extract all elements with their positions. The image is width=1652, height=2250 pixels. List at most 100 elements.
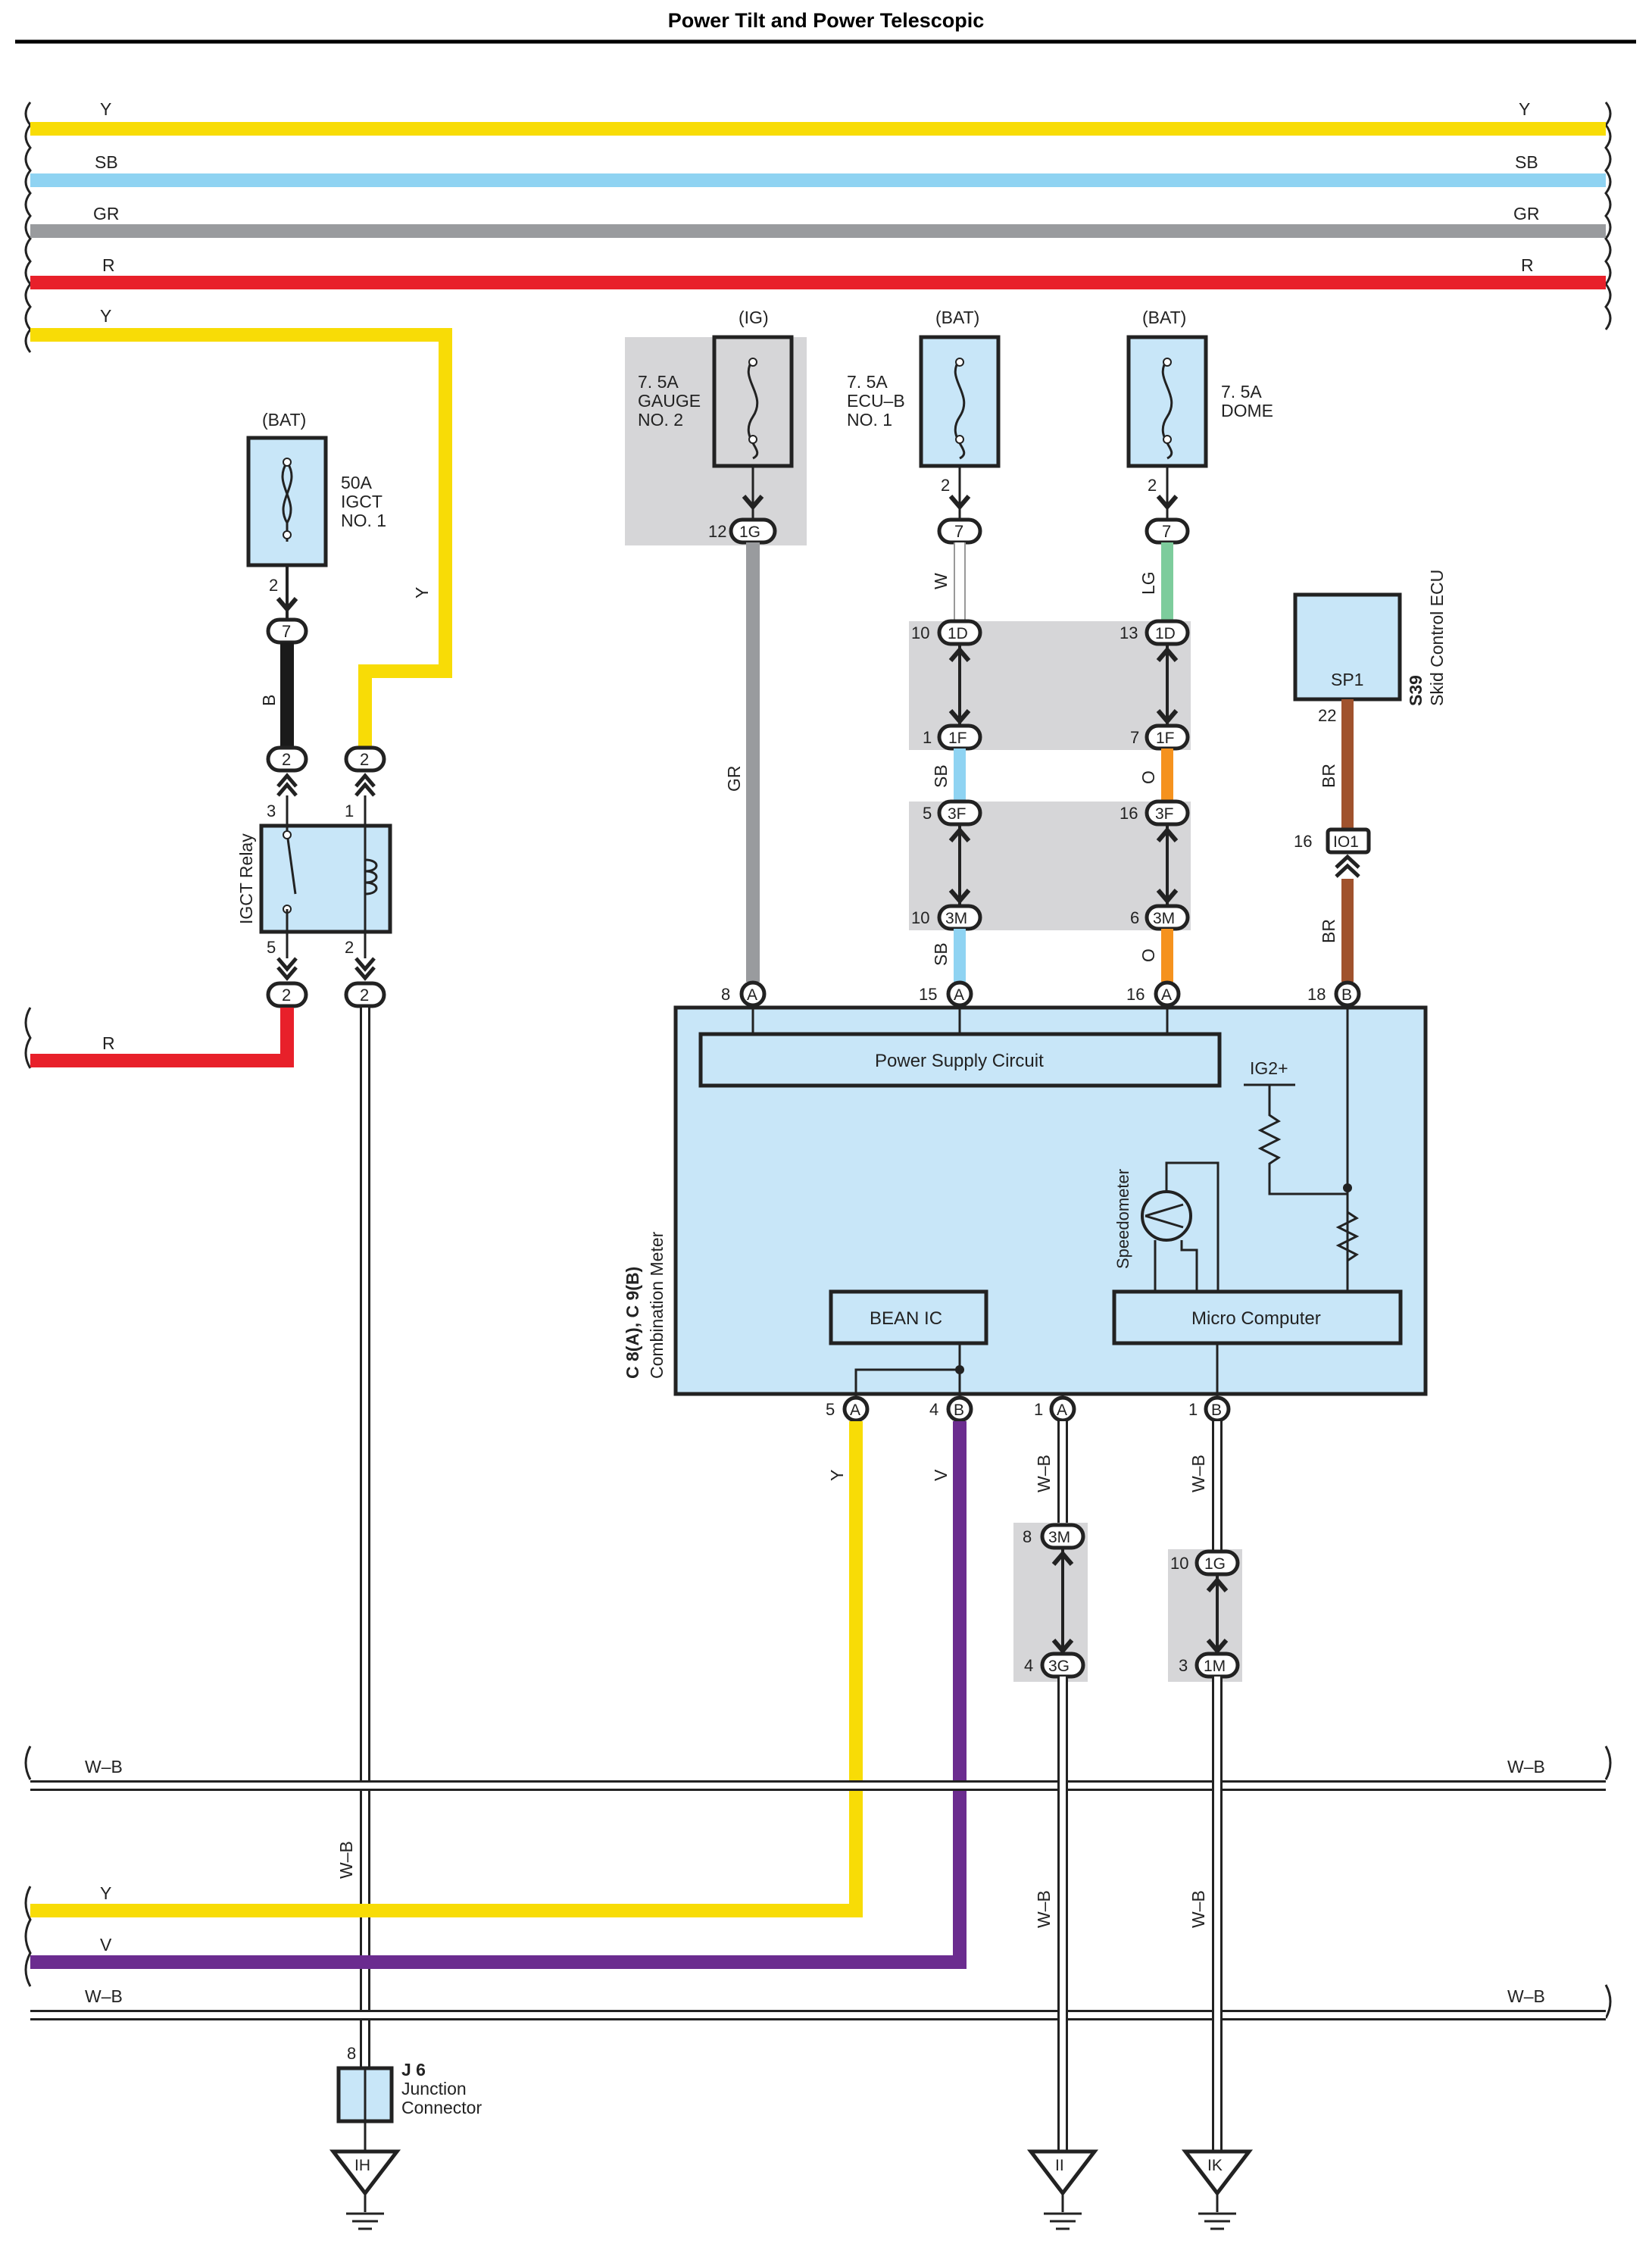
pins-meter_sb-label: 15 [919, 985, 937, 1004]
relay-conn_label-label: 2 [282, 986, 291, 1005]
connectors-A-label: A [954, 986, 964, 1004]
fuses-dome-pin-label: 2 [1148, 476, 1157, 495]
y-branch-wire: Y Y [30, 306, 452, 758]
bean-wires: Y V Y V [30, 1421, 967, 1969]
wire_labels-br_lower-label: BR [1319, 919, 1338, 943]
connectors-1M-label: 1M [1204, 1658, 1226, 1675]
connectors-c7-label: 7 [954, 522, 963, 541]
wire_labels-wb_ii-label: W–B [1034, 1890, 1054, 1928]
b-wire: 7 B [259, 565, 308, 746]
bus-r-label-left: R [102, 255, 115, 275]
connectors-1G-label: 1G [1204, 1555, 1226, 1573]
pins-a1_3g-label: 4 [1024, 1656, 1033, 1675]
bean-ic-label: BEAN IC [870, 1308, 942, 1329]
junction-connector-j6: 8 J 6 Junction Connector [336, 2044, 482, 2152]
meter-ig2-label: IG2+ [1250, 1058, 1288, 1078]
pins-meter_gr-label: 8 [721, 985, 730, 1004]
micro-computer-label: Micro Computer [1191, 1308, 1321, 1329]
connectors-A-label: A [850, 1402, 860, 1419]
wire_labels-y_bean-label: Y [827, 1470, 847, 1481]
fuses-gauge-supply-label: (IG) [739, 308, 769, 327]
page-title: Power Tilt and Power Telescopic [667, 9, 985, 32]
skid_ecu-name-label: Skid Control ECU [1427, 570, 1447, 706]
connectors-3M-label: 3M [1153, 910, 1175, 927]
connectors-1F-label: 1F [1156, 730, 1175, 747]
connectors-A-label: A [1161, 986, 1172, 1004]
wire_labels-bus_y_bottom-label: Y [100, 1883, 111, 1903]
bus-r-label-right: R [1521, 255, 1534, 275]
junction-line2-label: Connector [401, 2098, 482, 2117]
relay-pins-p2-label: 2 [345, 938, 354, 957]
wire_labels-wb_relay-label: W–B [336, 1841, 356, 1879]
combination-meter: Power Supply Circuit IG2+ Speedometer Mi… [623, 1005, 1428, 1398]
connectors-A-label: A [1057, 1402, 1067, 1419]
pins-meter_br-label: 18 [1307, 985, 1326, 1004]
fuses-ecub-line3-label: NO. 1 [847, 410, 892, 430]
wire_labels-bus_wb_bottom_right-label: W–B [1507, 1986, 1545, 2006]
wire_labels-y_branch-label: Y [100, 306, 111, 326]
wire_labels-w_wire-label: W [931, 573, 951, 589]
fuses-gauge-line2-label: GAUGE [638, 391, 701, 411]
fuses-gauge-conn-label: 1G [739, 523, 760, 541]
fuses-dome-line1-label: 7. 5A [1221, 382, 1262, 402]
pins-meter_v-label: 4 [929, 1400, 938, 1419]
grounds-ii-label: II [1055, 2157, 1064, 2174]
wire_labels-wb_b1-label: W–B [1188, 1455, 1208, 1492]
r-lower-wire: R [30, 1008, 294, 1067]
relay-right_top_pin-label: 2 [360, 750, 369, 769]
pins-br_sp1-label: 22 [1318, 706, 1336, 725]
fuses-igct-pin-label: 2 [269, 576, 278, 595]
pins-w_1d-label: 10 [911, 623, 929, 642]
connectors-B-label: B [954, 1402, 964, 1419]
wb-relay-wire: W–B [336, 1008, 370, 2076]
pins-w_1f-label: 1 [923, 728, 932, 747]
wire_labels-bus_wb_bottom_left-label: W–B [85, 1986, 123, 2006]
meter-code-label: C 8(A), C 9(B) [623, 1267, 642, 1379]
fuses-gauge-pin-label: 12 [708, 522, 726, 541]
bus-y-label-right: Y [1519, 99, 1530, 119]
gr-wire: GR [724, 542, 760, 982]
fuses-ecub-line1-label: 7. 5A [847, 372, 888, 392]
pins-o_3m-label: 6 [1130, 908, 1139, 927]
w-sb-wire: W 1D 10 1F 1 SB 3F 5 3M 10 SB [911, 542, 982, 982]
wire_labels-o_upper-label: O [1138, 770, 1158, 784]
fuses-igct-supply-label: (BAT) [262, 410, 306, 430]
wire_labels-r_lower-label: R [102, 1033, 115, 1053]
relay-pins-p1-label: 1 [345, 802, 354, 820]
connectors-3M-label: 3M [945, 910, 967, 927]
wire_labels-bus_wb_top_left-label: W–B [85, 1757, 123, 1777]
fuses-gauge-line3-label: NO. 2 [638, 410, 683, 430]
ground-ik: IK [1181, 2149, 1254, 2230]
meter-top-pins: A 8 A 15 A 16 B 18 [721, 980, 1361, 1008]
wire_labels-v_bean-label: V [931, 1469, 951, 1481]
pins-br_io1-label: 16 [1294, 832, 1312, 851]
wb-a1-wire: W–B 3M 8 3G 4 W–B [1013, 1421, 1088, 2152]
wire_labels-bus_v_bottom-label: V [100, 1935, 112, 1955]
wire_labels-gr_wire-label: GR [724, 766, 744, 792]
relay-left_top_pin-label: 2 [282, 750, 291, 769]
pins-o_3f-label: 16 [1120, 804, 1138, 823]
pins-b1_1g-label: 10 [1170, 1554, 1188, 1573]
connectors-1D-label: 1D [948, 625, 968, 642]
bus-brackets [24, 102, 1612, 2019]
wire_labels-b_wire-label: B [259, 695, 279, 706]
wire_labels-o_lower-label: O [1138, 948, 1158, 962]
wb-b1-wire: W–B 1G 10 1M 3 W–B [1168, 1421, 1242, 2152]
relay-pins-p3-label: 3 [267, 802, 276, 820]
power-supply-label: Power Supply Circuit [875, 1051, 1044, 1071]
connectors-A-label: A [747, 986, 757, 1004]
pins-b1_1m-label: 3 [1179, 1656, 1188, 1675]
lg-o-wire: LG 1D 13 1F 7 O 3F 16 3M 6 O [1120, 542, 1190, 982]
fuse-dome: (BAT) 7. 5A DOME 2 7 [1126, 308, 1273, 545]
relay-label: IGCT Relay [236, 833, 256, 924]
wire_labels-lg_wire-label: LG [1138, 571, 1158, 595]
bus-gr-label-right: GR [1513, 204, 1540, 223]
bus-sb-label-left: SB [95, 152, 118, 172]
meter-speedometer-label: Speedometer [1113, 1169, 1132, 1269]
wire_labels-sb_upper-label: SB [931, 764, 951, 788]
connectors-3G-label: 3G [1048, 1658, 1070, 1675]
pins-lg_1f-label: 7 [1130, 728, 1139, 747]
pins-meter_o-label: 16 [1126, 985, 1145, 1004]
fuse-igct: (BAT) 50A IGCT NO. 1 2 [246, 410, 386, 595]
bus-y-label-left: Y [100, 99, 111, 119]
